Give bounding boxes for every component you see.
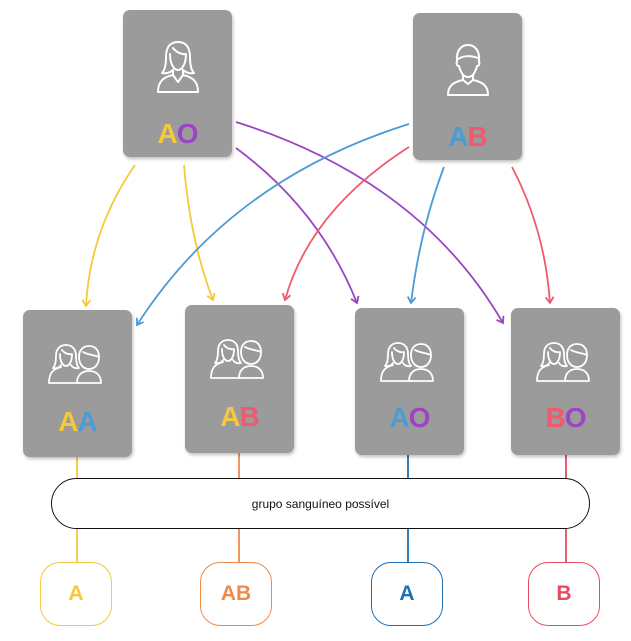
arrow-father-b-to-child-ab [281, 146, 410, 302]
arrow-mother-o-to-child-bo [235, 121, 505, 325]
result-2-label: A [399, 582, 415, 605]
child-card-ab: AB [185, 305, 294, 453]
parent-card-mother: AO [123, 10, 232, 157]
arrow-mother-a-to-child-aa [81, 164, 136, 308]
result-3-label: B [556, 582, 572, 605]
child-card-aa: AA [23, 310, 132, 457]
child-1-allele-2: B [239, 401, 260, 432]
couple-icon [379, 342, 434, 382]
arrow-father-b-to-child-bo [511, 166, 555, 305]
father-allele-1: A [448, 121, 468, 152]
result-1-label: AB [220, 582, 252, 605]
result-blood-type-a-2: A [371, 562, 443, 626]
child-2-allele-2: O [408, 402, 431, 433]
blood-type-banner: grupo sanguíneo possível [51, 478, 590, 529]
child-0-genotype: AA [23, 406, 132, 438]
child-2-genotype: AO [355, 402, 464, 434]
couple-icon [47, 344, 102, 384]
parent-card-father: AB [413, 13, 522, 160]
child-3-allele-1: B [545, 402, 565, 433]
arrow-mother-a-to-child-ab [183, 164, 216, 302]
banner-label: grupo sanguíneo possível [251, 496, 390, 511]
child-card-ao: AO [355, 308, 464, 455]
child-2-allele-1: A [389, 402, 409, 433]
result-blood-type-b: B [528, 562, 600, 626]
mother-allele-2: O [176, 118, 199, 149]
man-icon [446, 44, 489, 96]
father-genotype: AB [413, 121, 522, 153]
arrow-father-a-to-child-ao [406, 166, 445, 305]
arrow-father-a-to-child-aa [135, 123, 410, 327]
child-3-allele-2: O [564, 402, 587, 433]
child-0-allele-2: A [77, 406, 98, 437]
mother-genotype: AO [123, 118, 232, 150]
arrow-mother-o-to-child-ao [235, 147, 360, 305]
result-blood-type-a: A [40, 562, 112, 626]
child-1-genotype: AB [185, 401, 294, 433]
woman-icon [156, 41, 199, 93]
couple-icon [209, 339, 264, 379]
child-card-bo: BO [511, 308, 620, 455]
father-allele-2: B [467, 121, 488, 152]
mother-allele-1: A [157, 118, 177, 149]
child-3-genotype: BO [511, 402, 620, 434]
result-blood-type-ab: AB [200, 562, 272, 626]
child-0-allele-1: A [58, 406, 78, 437]
couple-icon [535, 342, 590, 382]
result-0-label: A [68, 582, 84, 605]
child-1-allele-1: A [220, 401, 240, 432]
